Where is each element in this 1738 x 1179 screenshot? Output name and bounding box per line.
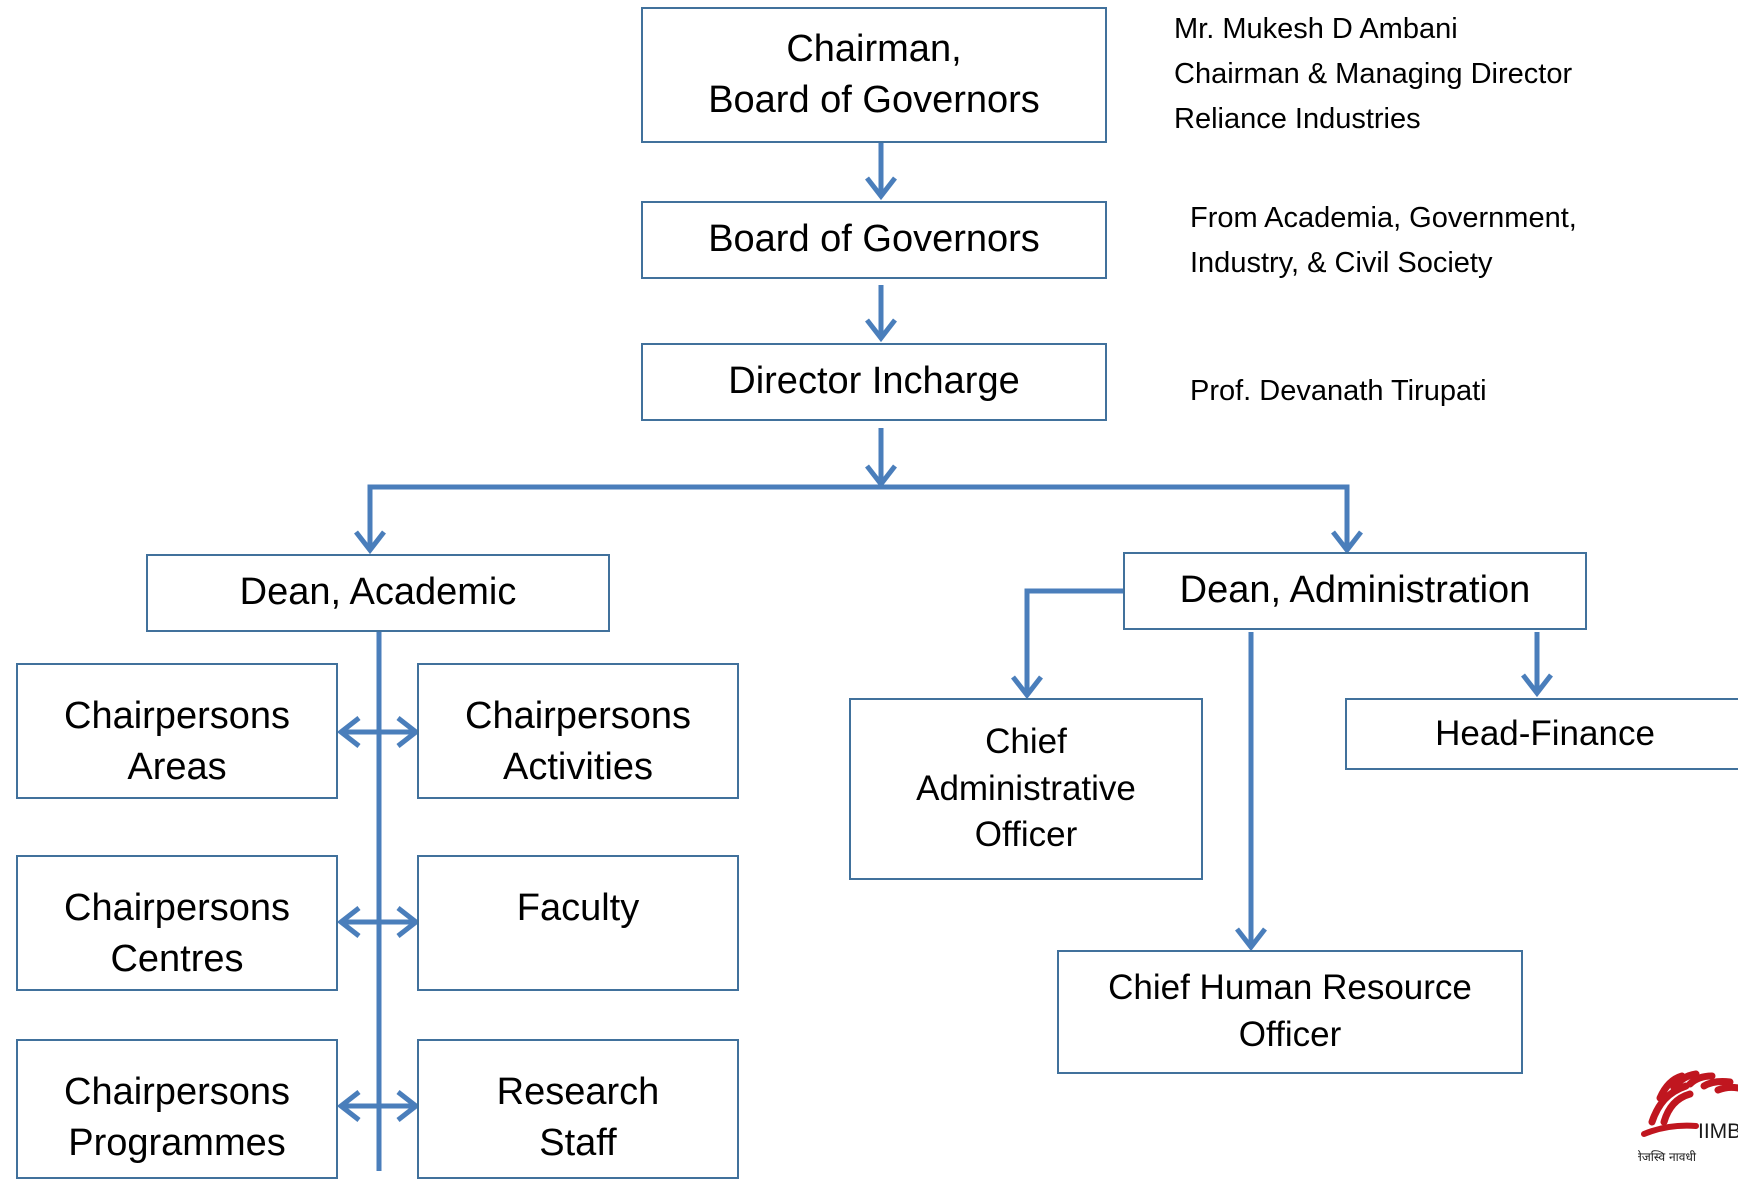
chairpersons-programmes-box: Chairpersons Programmes xyxy=(16,1039,338,1179)
double-arrow-areas-activities xyxy=(336,716,421,748)
faculty-box: Faculty xyxy=(417,855,739,991)
director-note: Prof. Devanath Tirupati xyxy=(1190,369,1487,414)
research-staff-line2: Staff xyxy=(539,1122,617,1165)
chairpersons-centres-line2: Centres xyxy=(110,938,244,981)
arrow-board-to-director xyxy=(865,285,897,343)
board-box-label: Board of Governors xyxy=(708,218,1040,261)
board-note-line1: From Academia, Government, xyxy=(1190,202,1577,234)
board-box: Board of Governors xyxy=(641,201,1107,279)
arrow-chairman-to-board xyxy=(865,142,897,201)
director-box-label: Director Incharge xyxy=(728,360,1020,403)
branch-line xyxy=(354,484,1363,555)
research-staff-box: Research Staff xyxy=(417,1039,739,1179)
arrow-dean-admin-to-finance xyxy=(1521,632,1553,698)
director-box: Director Incharge xyxy=(641,343,1107,421)
cao-line2: Administrative xyxy=(916,768,1136,808)
chairpersons-centres-box: Chairpersons Centres xyxy=(16,855,338,991)
logo-tagline: तेजस्वि नावधी xyxy=(1638,1150,1697,1164)
dean-academic-box: Dean, Academic xyxy=(146,554,610,632)
dean-admin-label: Dean, Administration xyxy=(1179,569,1531,612)
chairman-note-line2: Chairman & Managing Director xyxy=(1174,58,1573,90)
head-finance-box: Head-Finance xyxy=(1345,698,1738,770)
arrow-dean-admin-to-cao xyxy=(1011,588,1123,700)
board-note-line2: Industry, & Civil Society xyxy=(1190,247,1493,279)
dean-admin-box: Dean, Administration xyxy=(1123,552,1587,630)
chairpersons-areas-box: Chairpersons Areas xyxy=(16,663,338,799)
dean-academic-label: Dean, Academic xyxy=(239,571,517,614)
chairpersons-activities-line2: Activities xyxy=(503,746,653,789)
chief-hr-officer-box: Chief Human Resource Officer xyxy=(1057,950,1523,1074)
chairpersons-activities-line1: Chairpersons xyxy=(465,695,691,737)
chief-administrative-officer-box: Chief Administrative Officer xyxy=(849,698,1203,880)
cao-line3: Officer xyxy=(974,815,1078,855)
chro-line1: Chief Human Resource xyxy=(1108,968,1472,1008)
iimb-logo: IIMB तेजस्वि नावधी xyxy=(1638,1036,1738,1171)
chairpersons-programmes-line2: Programmes xyxy=(68,1122,286,1165)
iimb-logo-graphic: IIMB तेजस्वि नावधी xyxy=(1638,1070,1738,1164)
arrow-director-to-branch xyxy=(865,428,897,489)
cao-line1: Chief xyxy=(985,722,1067,762)
double-arrow-centres-faculty xyxy=(336,906,421,938)
chairman-note-line1: Mr. Mukesh D Ambani xyxy=(1174,13,1458,45)
arrow-dean-admin-to-chro xyxy=(1235,632,1267,952)
chairman-box-line1: Chairman, xyxy=(786,27,962,70)
chairpersons-centres-line1: Chairpersons xyxy=(64,887,290,929)
double-arrow-programmes-research xyxy=(336,1090,421,1122)
head-finance-label: Head-Finance xyxy=(1435,713,1655,753)
chairpersons-programmes-line1: Chairpersons xyxy=(64,1071,290,1113)
research-staff-line1: Research xyxy=(496,1071,660,1113)
chairpersons-activities-box: Chairpersons Activities xyxy=(417,663,739,799)
director-note-line1: Prof. Devanath Tirupati xyxy=(1190,375,1487,407)
board-note: From Academia, Government, Industry, & C… xyxy=(1190,196,1577,286)
chairman-box-line2: Board of Governors xyxy=(708,79,1040,121)
chairman-box: Chairman, Board of Governors xyxy=(641,7,1107,143)
chairman-note-line3: Reliance Industries xyxy=(1174,103,1421,135)
chairman-note: Mr. Mukesh D Ambani Chairman & Managing … xyxy=(1174,7,1572,142)
logo-text: IIMB xyxy=(1698,1120,1738,1143)
chairpersons-areas-line1: Chairpersons xyxy=(64,695,290,737)
faculty-label: Faculty xyxy=(516,887,640,929)
chairpersons-areas-line2: Areas xyxy=(127,746,227,789)
chro-line2: Officer xyxy=(1238,1015,1342,1054)
